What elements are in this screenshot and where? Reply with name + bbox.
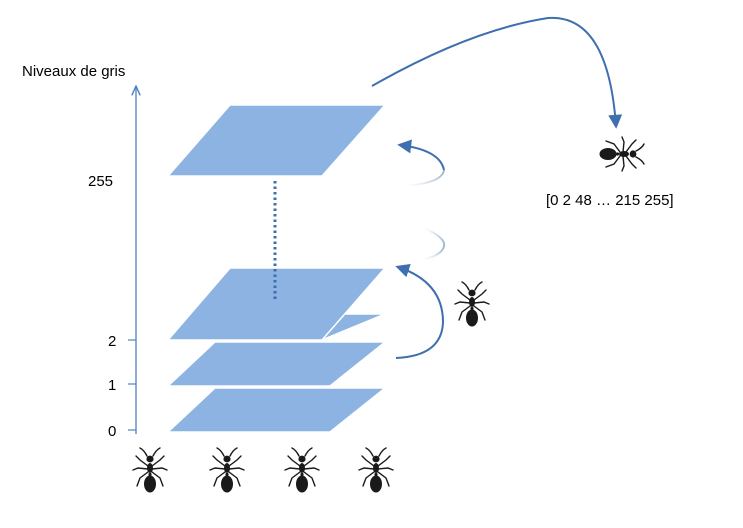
ant-icon bbox=[284, 447, 320, 494]
tick-label-255: 255 bbox=[88, 173, 113, 190]
curved-arrow-top-icon bbox=[397, 139, 445, 171]
ant-icon bbox=[358, 447, 394, 494]
y-axis-title: Niveaux de gris bbox=[22, 63, 125, 80]
tick-label-1: 1 bbox=[108, 377, 116, 394]
faded-ring-upper bbox=[399, 169, 445, 187]
ant-icon bbox=[209, 447, 245, 494]
layer-mid bbox=[166, 267, 387, 341]
curved-arrow-up-icon bbox=[395, 263, 445, 359]
tick-label-2: 2 bbox=[108, 333, 116, 350]
y-axis-ticks: 0 1 2 255 bbox=[88, 173, 136, 440]
layer-255 bbox=[166, 104, 387, 177]
faded-ring-lower bbox=[419, 227, 446, 261]
ant-icon bbox=[598, 136, 645, 172]
gray-level-layers bbox=[166, 104, 388, 433]
ant-icon bbox=[454, 281, 490, 328]
layer-1 bbox=[166, 341, 388, 387]
tick-label-0: 0 bbox=[108, 423, 116, 440]
ant-icon bbox=[132, 447, 168, 494]
curved-arrow-to-sequence-icon bbox=[371, 16, 623, 129]
layer-0 bbox=[166, 387, 388, 433]
gray-level-sequence: [0 2 48 … 215 255] bbox=[546, 192, 674, 209]
